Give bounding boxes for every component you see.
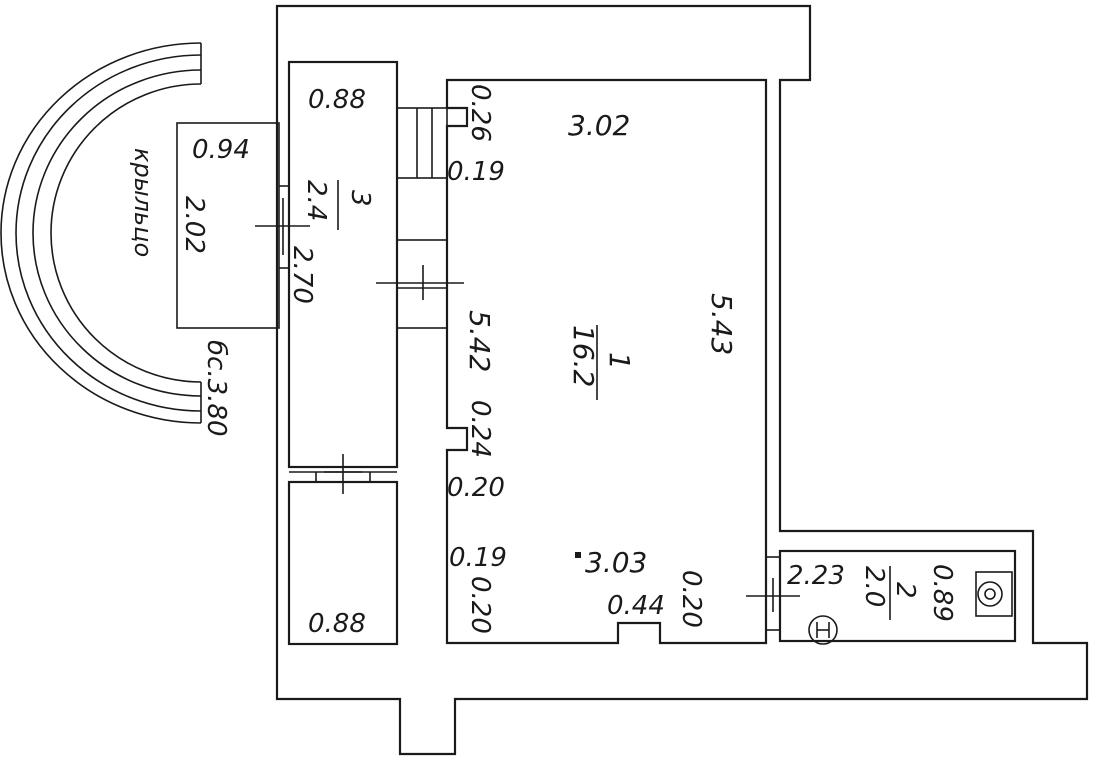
pier-f: 0.20 (465, 576, 495, 634)
toilet-icon (975, 571, 1013, 617)
hall-bottom-width: 0.88 (308, 609, 366, 639)
main-room (445, 78, 768, 645)
heater-icon (808, 615, 838, 645)
toilet-width: 2.23 (787, 561, 845, 591)
pier-h: 0.20 (676, 570, 706, 628)
toilet-number: 2 (890, 582, 920, 599)
door-marks (255, 198, 800, 612)
porch-width: 0.94 (192, 135, 250, 165)
main-bottom-width: 3.03 (585, 546, 647, 579)
pier-g: 0.44 (607, 591, 665, 621)
pier-a: 0.26 (465, 84, 495, 142)
porch-steps (0, 42, 202, 424)
pier-b: 0.19 (447, 157, 505, 187)
pier-c: 0.24 (465, 400, 495, 458)
main-right-length: 5.43 (705, 293, 738, 355)
hallway-number: 3 (345, 190, 375, 207)
main-left-length: 5.42 (463, 310, 496, 372)
toilet-area: 2.0 (859, 566, 889, 607)
hall-length: 2.70 (287, 246, 317, 304)
outer-wall (275, 4, 1089, 756)
main-room-area: 16.2 (567, 325, 600, 387)
hallway-area: 2.4 (301, 180, 331, 221)
hall-top-width: 0.88 (308, 85, 366, 115)
toilet-depth: 0.89 (927, 564, 957, 622)
porch-label: крыльцо (129, 148, 157, 257)
main-room-number: 1 (603, 352, 636, 370)
porch-steps-dimension: бс.3.80 (201, 340, 231, 436)
pier-d: 0.20 (447, 473, 505, 503)
porch-length: 2.02 (179, 196, 209, 254)
main-top-width: 3.02 (568, 109, 630, 142)
doorway-hall-main (396, 107, 448, 329)
pier-e: 0.19 (449, 543, 507, 573)
dimension-dot (575, 552, 581, 558)
